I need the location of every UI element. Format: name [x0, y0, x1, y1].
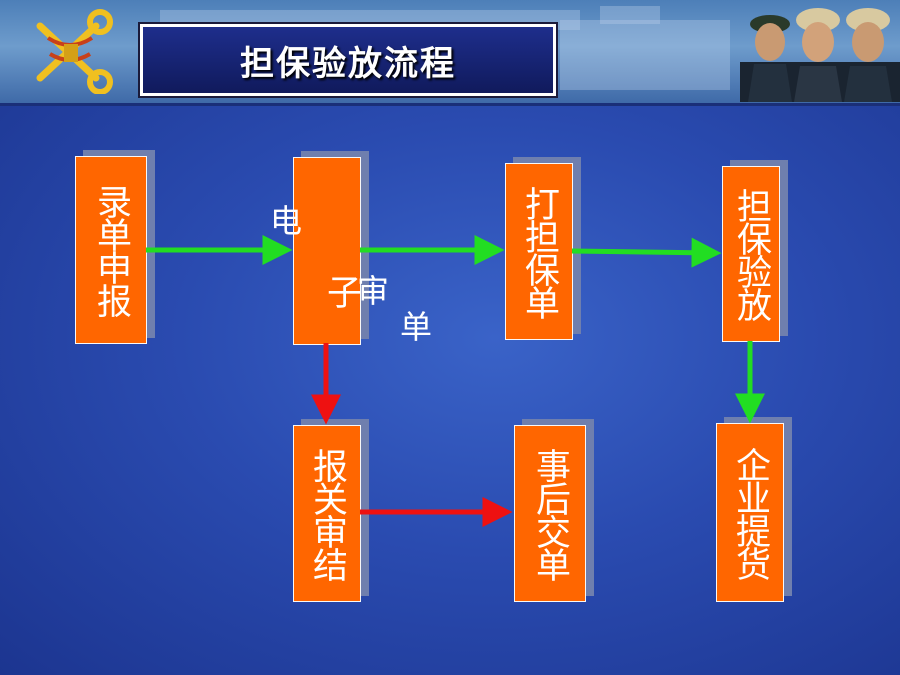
node-print-guarantee-label: 打担保单 [519, 185, 559, 318]
page-title: 担保验放流程 [240, 43, 456, 84]
customs-emblem-icon [36, 9, 113, 94]
node-post-submit-label: 事后交单 [530, 447, 570, 580]
node-print-guarantee: 打担保单 [505, 163, 573, 340]
floating-char-dian: 电 [270, 202, 303, 240]
header-banner: 担保验放流程 [0, 0, 900, 106]
node-declaration-review: 报关审结 [293, 425, 361, 602]
officers-photo [740, 8, 900, 102]
node-post-submit: 事后交单 [514, 425, 586, 602]
floating-char-dan: 单 [400, 308, 433, 346]
node-guarantee-release: 担保验放 [722, 166, 780, 342]
node-electronic-review: 子 [293, 157, 361, 345]
node-record: 录单申报 [75, 156, 147, 344]
arrow-print-to-release [571, 237, 722, 268]
node-record-label: 录单申报 [91, 184, 131, 316]
node-guarantee-release-label: 担保验放 [731, 188, 771, 320]
node-electronic-review-label: 子 [321, 273, 361, 307]
floating-char-shen: 审 [357, 272, 390, 310]
node-pickup-label: 企业提货 [730, 446, 770, 579]
title-box: 担保验放流程 [138, 22, 558, 98]
node-declaration-review-label: 报关审结 [307, 447, 347, 580]
node-pickup: 企业提货 [716, 423, 784, 602]
